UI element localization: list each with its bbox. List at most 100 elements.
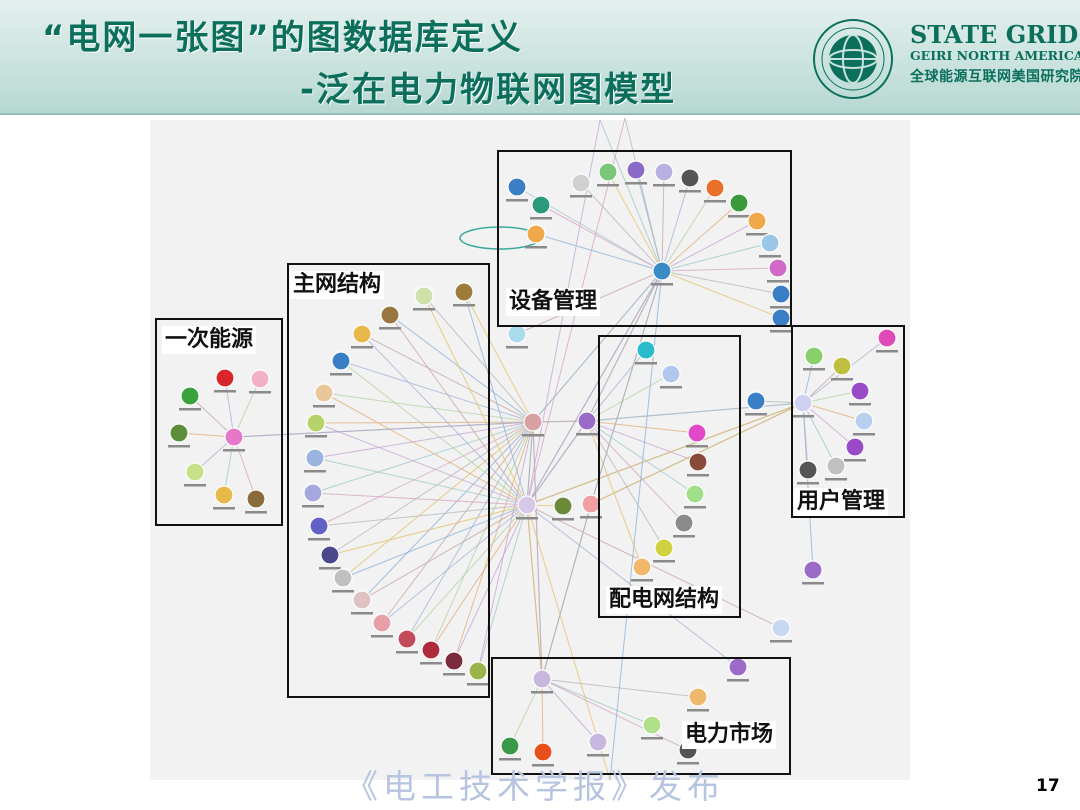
graph-edge xyxy=(406,504,528,640)
graph-node-caption xyxy=(597,184,619,187)
graph-node-caption xyxy=(525,246,547,249)
graph-node xyxy=(468,661,488,681)
graph-edge xyxy=(624,117,663,272)
graph-node-caption xyxy=(684,506,706,509)
graph-edge xyxy=(580,182,663,272)
graph-edge xyxy=(340,360,534,423)
page-number: 17 xyxy=(1036,776,1060,796)
graph-node xyxy=(180,386,200,406)
graph-edge xyxy=(430,504,528,651)
graph-edge xyxy=(233,421,534,438)
graph-edge xyxy=(541,503,592,680)
graph-edge xyxy=(315,421,534,424)
graph-node-caption xyxy=(653,184,675,187)
graph-node xyxy=(705,178,725,198)
graph-node-caption xyxy=(770,640,792,643)
graph-edge xyxy=(802,402,837,467)
graph-node xyxy=(333,568,353,588)
graph-node-caption xyxy=(792,415,814,418)
graph-node-caption xyxy=(677,762,699,765)
graph-edge xyxy=(406,421,534,640)
graph-edge xyxy=(381,504,528,624)
graph-node-caption xyxy=(746,233,768,236)
graph-node-caption xyxy=(770,306,792,309)
region-label-equipment-management: 设备管理 xyxy=(506,288,601,316)
graph-node-caption xyxy=(413,308,435,311)
graph-node-caption xyxy=(516,517,538,520)
graph-node xyxy=(688,452,708,472)
graph-node-caption xyxy=(467,683,489,686)
graph-node-caption xyxy=(803,368,825,371)
graph-node-caption xyxy=(420,662,442,665)
graph-edge xyxy=(463,291,528,506)
graph-edge xyxy=(342,504,528,579)
graph-node xyxy=(250,369,270,389)
graph-node-caption xyxy=(687,709,709,712)
graph-node-caption xyxy=(308,538,330,541)
slide-header xyxy=(0,0,1080,113)
region-label-user-management: 用户管理 xyxy=(794,488,889,516)
graph-node xyxy=(571,173,591,193)
graph-node-caption xyxy=(625,182,647,185)
graph-edge xyxy=(586,402,804,422)
graph-node xyxy=(771,618,791,638)
graph-node xyxy=(303,483,323,503)
graph-node-caption xyxy=(506,199,528,202)
graph-edge xyxy=(526,402,804,506)
graph-node xyxy=(414,286,434,306)
graph-node-caption xyxy=(223,449,245,452)
graph-node xyxy=(533,742,553,762)
slide-subtitle: -泛在电力物联网图模型 xyxy=(300,70,677,110)
graph-node xyxy=(826,456,846,476)
slide-title: “电网一张图”的图数据库定义 xyxy=(42,18,523,58)
graph-node xyxy=(654,162,674,182)
graph-node xyxy=(526,224,546,244)
graph-node-caption xyxy=(653,560,675,563)
graph-node xyxy=(380,305,400,325)
region-box-equipment-management xyxy=(497,150,792,327)
graph-node xyxy=(729,193,749,213)
graph-node xyxy=(532,669,552,689)
graph-edge xyxy=(224,377,235,438)
graph-edge xyxy=(802,390,861,404)
graph-edge xyxy=(802,402,814,571)
graph-edge xyxy=(477,421,534,672)
graph-edge xyxy=(541,678,699,698)
graph-node-caption xyxy=(249,391,271,394)
graph-node xyxy=(588,732,608,752)
graph-node xyxy=(746,391,766,411)
graph-edge xyxy=(389,314,528,506)
graph-edge xyxy=(389,314,534,423)
graph-node-caption xyxy=(179,408,201,411)
graph-node xyxy=(531,195,551,215)
graph-node xyxy=(768,258,788,278)
graph-node xyxy=(793,393,813,413)
graph-edge xyxy=(361,333,534,423)
graph-node xyxy=(454,282,474,302)
graph-node-caption xyxy=(831,378,853,381)
graph-node xyxy=(636,340,656,360)
graph-edge xyxy=(361,333,528,506)
graph-edge xyxy=(361,504,528,601)
graph-node-caption xyxy=(351,346,373,349)
graph-nodes xyxy=(168,160,898,767)
graph-edge xyxy=(329,504,528,556)
graph-node-caption xyxy=(767,280,789,283)
graph-node xyxy=(331,351,351,371)
graph-node-caption xyxy=(853,433,875,436)
region-label-primary-energy: 一次能源 xyxy=(162,326,257,354)
graph-node-caption xyxy=(673,535,695,538)
graph-edge xyxy=(312,421,534,494)
graph-edge xyxy=(430,421,534,651)
graph-edge xyxy=(463,291,534,423)
graph-node xyxy=(804,346,824,366)
header-divider xyxy=(0,113,1080,115)
graph-edge xyxy=(361,421,534,601)
graph-node-caption xyxy=(745,413,767,416)
graph-node-caption xyxy=(499,758,521,761)
graph-edge xyxy=(223,436,235,496)
graph-node-caption xyxy=(379,327,401,330)
graph-node-caption xyxy=(679,190,701,193)
graph-node xyxy=(320,545,340,565)
graph-node-caption xyxy=(844,459,866,462)
